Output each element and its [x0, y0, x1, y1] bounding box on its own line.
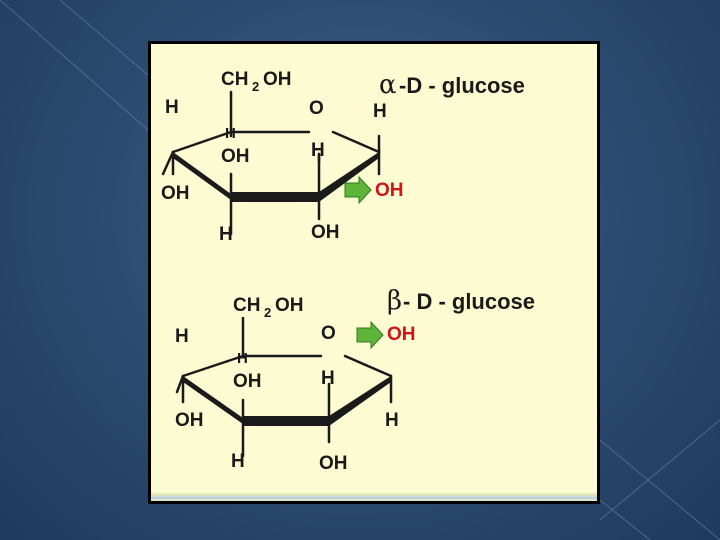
alpha-c3-h: H	[311, 140, 325, 161]
alpha-c4-h: H	[225, 125, 236, 142]
beta-c4-h: H	[237, 350, 248, 367]
beta-ch2oh-oh: OH	[275, 295, 304, 316]
glucose-diagram: α -D - glucose CH 2 OH	[161, 69, 535, 474]
alpha-c1-oh-highlight: OH	[375, 180, 404, 201]
alpha-ch2oh-ch: CH	[221, 69, 248, 90]
beta-c3-h: H	[321, 368, 335, 389]
alpha-ring-oxygen: O	[309, 98, 324, 119]
beta-ch2oh-sub: 2	[264, 305, 271, 320]
beta-ch2oh-ch: CH	[233, 295, 260, 316]
green-arrow-icon	[356, 320, 384, 350]
alpha-title: -D - glucose	[399, 73, 525, 98]
alpha-ch2oh-oh: OH	[263, 69, 292, 90]
beta-c2-bottom-oh: OH	[319, 453, 348, 474]
diagram-panel: α -D - glucose CH 2 OH	[151, 44, 597, 501]
green-arrow-icon	[344, 175, 372, 205]
beta-c4-left-oh: OH	[175, 410, 204, 431]
alpha-c1-h: H	[373, 101, 387, 122]
alpha-symbol: α	[379, 70, 397, 100]
panel-bottom-stripes	[151, 493, 597, 501]
alpha-c3-bottom-h: H	[219, 224, 233, 245]
alpha-ch2oh-sub: 2	[252, 79, 259, 94]
beta-c5-h: H	[175, 326, 189, 347]
beta-c1-h: H	[385, 410, 399, 431]
slide-frame: α -D - glucose CH 2 OH	[148, 41, 600, 504]
beta-c3-bottom-h: H	[231, 451, 245, 472]
beta-glucose-structure: β - D - glucose CH 2 OH	[175, 286, 535, 474]
beta-c4-oh: OH	[233, 371, 262, 392]
beta-symbol: β	[387, 286, 402, 316]
beta-ring-oxygen: O	[321, 323, 336, 344]
beta-c1-oh-highlight: OH	[387, 324, 416, 345]
beta-title: - D - glucose	[403, 289, 535, 314]
alpha-c5-h: H	[165, 97, 179, 118]
alpha-glucose-structure: α -D - glucose CH 2 OH	[161, 69, 525, 245]
alpha-c4-oh: OH	[221, 146, 250, 167]
alpha-c2-bottom-oh: OH	[311, 222, 340, 243]
alpha-c4-left-oh: OH	[161, 183, 190, 204]
